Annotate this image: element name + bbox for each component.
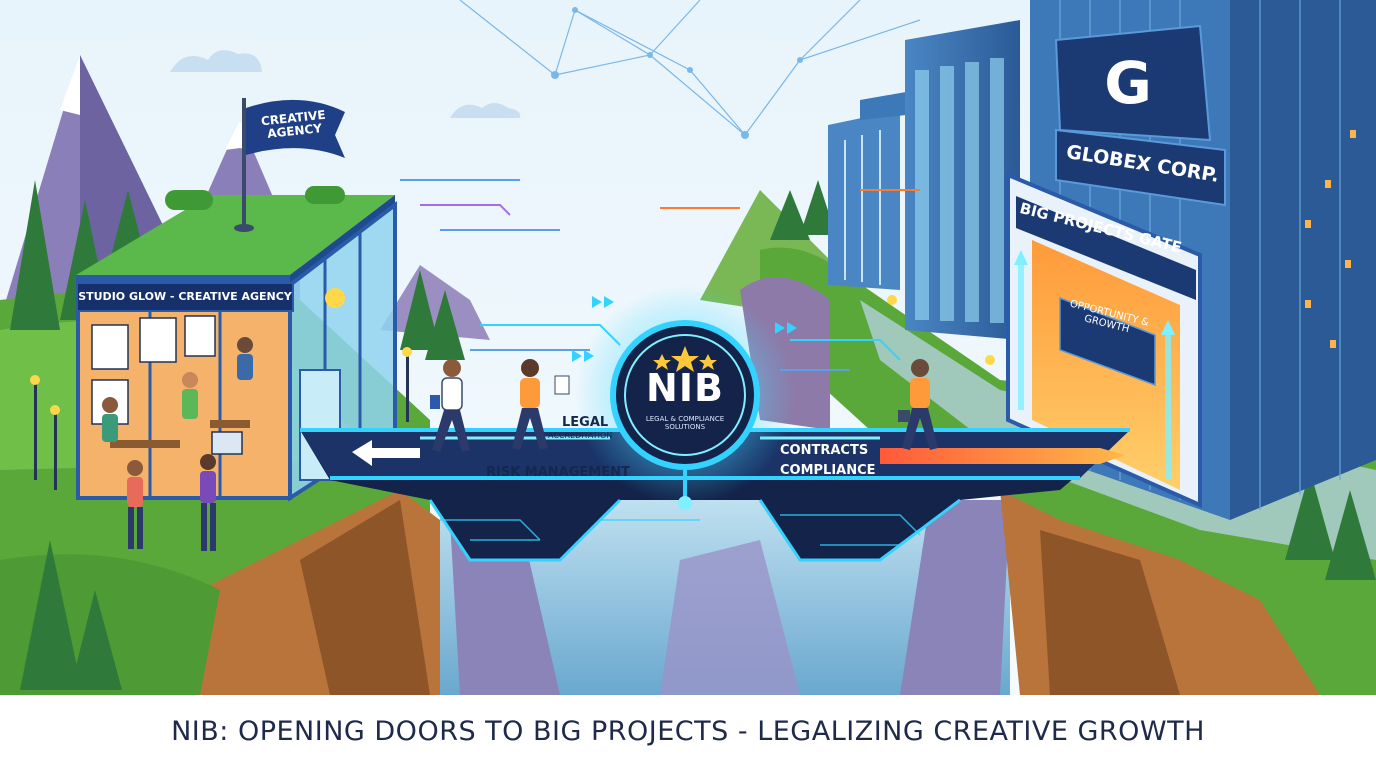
left-cliff-shade: [300, 500, 430, 695]
cloud: [450, 103, 521, 118]
illustration: CREATIVE AGENCY STUDIO GLOW - CREATIVE A…: [0, 0, 1376, 695]
tower-left: [905, 20, 1020, 340]
caption: NIB: OPENING DOORS TO BIG PROJECTS - LEG…: [171, 716, 1205, 747]
nib-hub-title: NIB: [646, 366, 724, 410]
agency-building: [76, 186, 397, 502]
small-office: [828, 92, 906, 290]
label-legal: LEGAL: [562, 415, 609, 430]
street-lamps-left: [30, 347, 412, 490]
trees-left: [10, 180, 465, 690]
nib-hub: [575, 285, 795, 510]
big-projects-gate: [1006, 172, 1202, 509]
nib-hub-subtitle: LEGAL & COMPLIANCE SOLUTIONS: [645, 415, 725, 431]
chasm-rock: [660, 540, 800, 695]
label-contracts: CONTRACTS: [780, 443, 869, 458]
scene-art: [0, 0, 1376, 695]
network-nodes: [551, 7, 803, 139]
globex-logo: G: [1104, 49, 1152, 117]
label-accreditation: ACCREDITATION: [548, 431, 613, 440]
label-compliance: COMPLIANCE: [780, 463, 876, 478]
chasm-rock: [900, 500, 1010, 695]
caption-bar: NIB: OPENING DOORS TO BIG PROJECTS - LEG…: [0, 695, 1376, 768]
street-lamps-right: [887, 295, 995, 365]
studio-sign: STUDIO GLOW - CREATIVE AGENCY: [76, 282, 294, 312]
stream-chevrons: [572, 296, 797, 362]
walking-people: [430, 359, 938, 452]
right-cliff-shade: [1040, 530, 1180, 695]
agency-people: [102, 337, 253, 551]
trees-right: [770, 180, 1376, 580]
chasm-rock: [450, 520, 560, 695]
flag: [234, 98, 345, 232]
label-risk-management: RISK MANAGEMENT: [486, 465, 630, 480]
cloud: [170, 50, 262, 72]
